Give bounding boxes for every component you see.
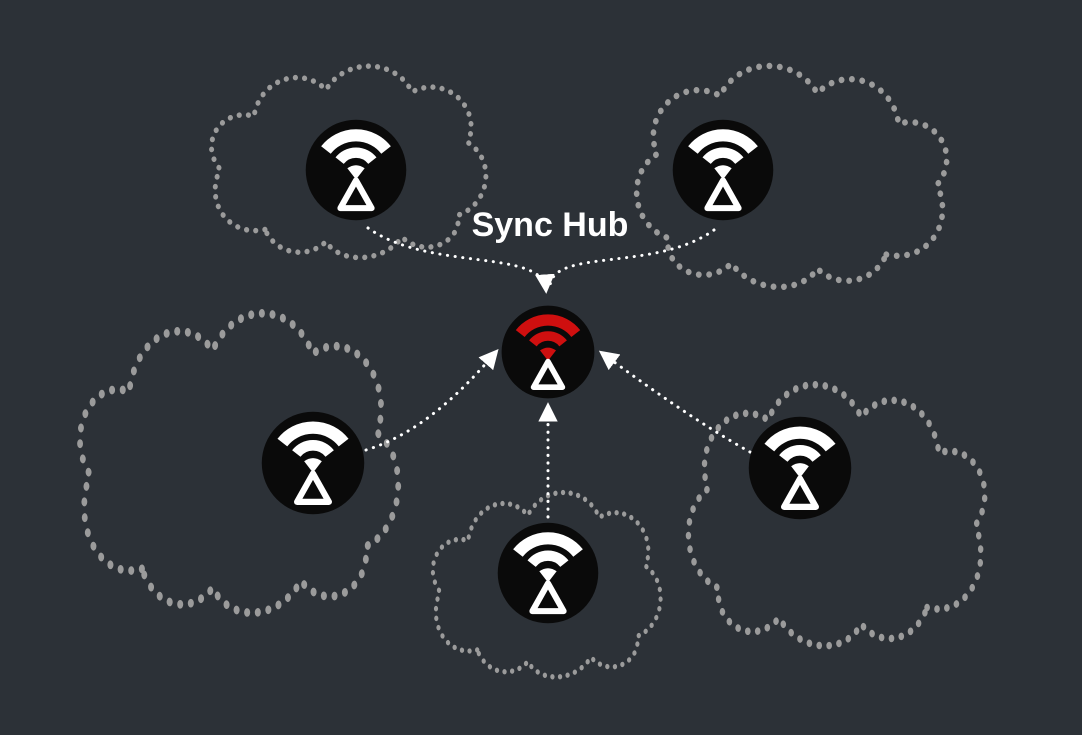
hub-title-label: Sync Hub (472, 206, 629, 244)
sync-node-icon-top-right (673, 120, 774, 221)
connector-top-right-to-hub (548, 228, 716, 288)
sync-hub-icon (502, 306, 595, 399)
sync-node-icon-top-left (306, 120, 407, 221)
sync-node-icon-mid-left (262, 412, 364, 514)
sync-node-icon-mid-right (749, 417, 851, 519)
sync-node-icon-bottom-center (498, 523, 599, 624)
connector-top-left-to-hub (366, 226, 555, 294)
